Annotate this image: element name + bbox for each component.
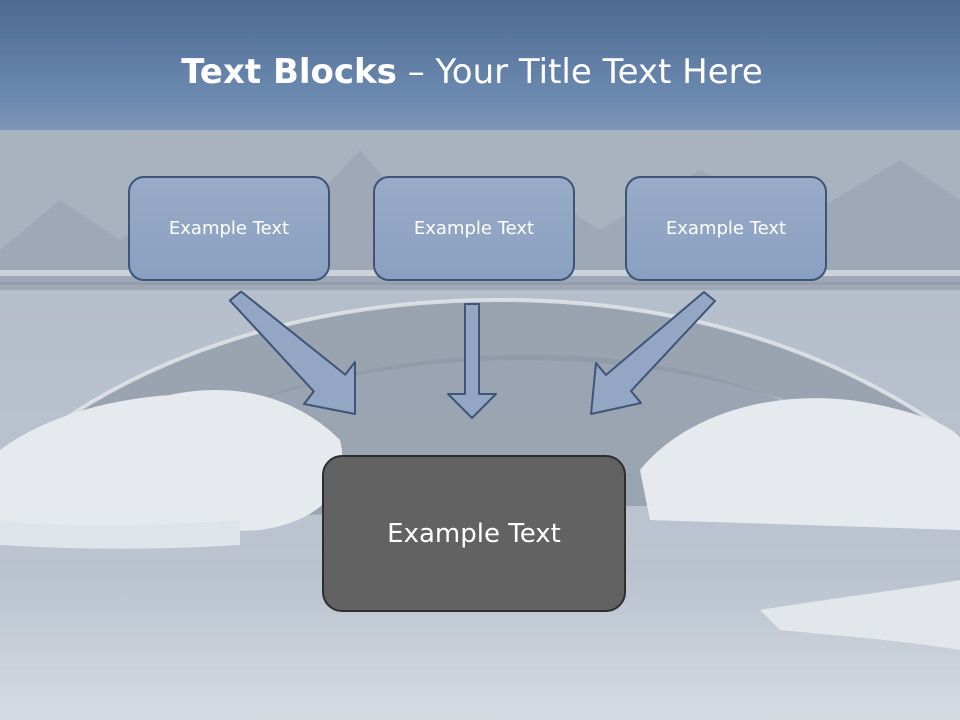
title-rest: Your Title Text Here: [435, 52, 763, 92]
arrow-right-diagonal: [590, 291, 716, 415]
main-text-block: Example Text: [322, 455, 626, 612]
header-band: [0, 0, 960, 130]
text-block-3-label: Example Text: [665, 218, 787, 239]
main-text-block-label: Example Text: [387, 518, 561, 549]
title-bold-part: Text Blocks: [181, 52, 397, 92]
title-dash: –: [396, 52, 436, 92]
text-block-2-label: Example Text: [413, 218, 535, 239]
text-block-1-label: Example Text: [168, 218, 290, 239]
arrow-left-diagonal: [228, 290, 356, 415]
text-block-3: Example Text: [625, 176, 827, 281]
slide-title: Text Blocks – Your Title Text Here: [0, 52, 944, 92]
text-block-1: Example Text: [128, 176, 330, 281]
text-block-2: Example Text: [373, 176, 575, 281]
arrow-center-down: [447, 303, 497, 419]
